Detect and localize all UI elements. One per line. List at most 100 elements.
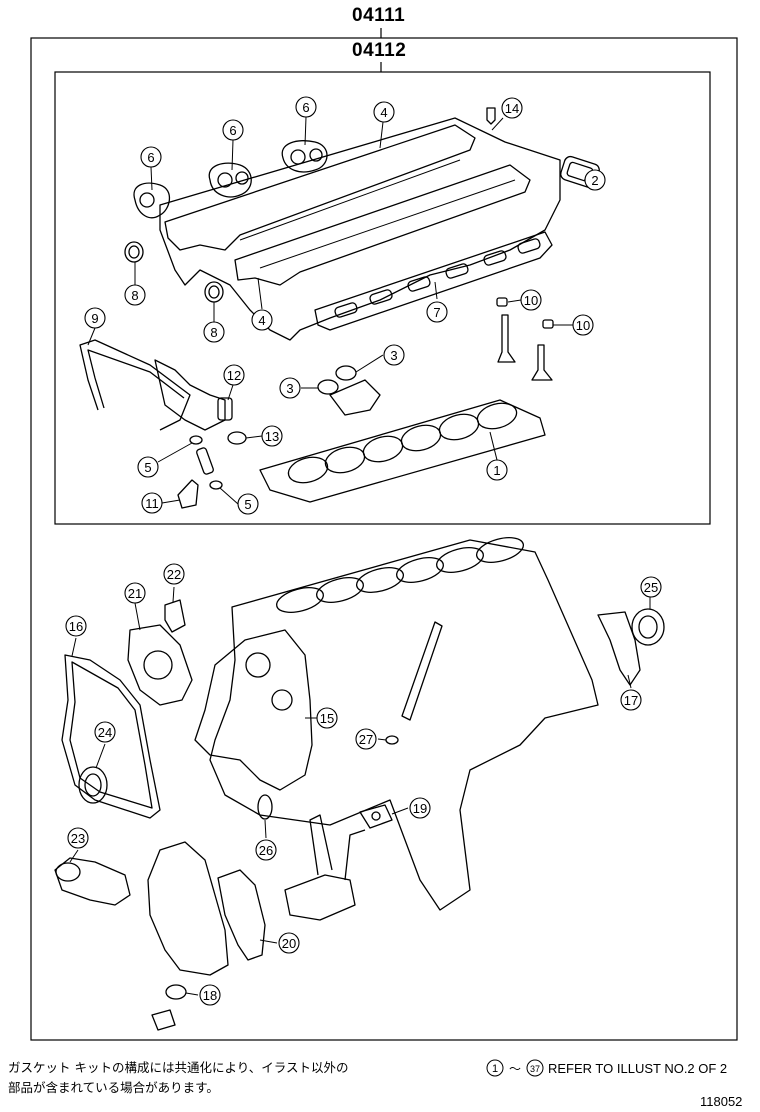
- outer-kit-frame: [30, 37, 738, 1041]
- callout-3-a: 3: [383, 344, 405, 366]
- cylinder-head-outline: [159, 117, 561, 341]
- svg-text:15: 15: [320, 711, 334, 726]
- callout-4-b: 4: [251, 309, 273, 331]
- callout-6-c: 6: [295, 96, 317, 118]
- svg-text:8: 8: [210, 325, 217, 340]
- gasket-13: [227, 431, 247, 445]
- svg-text:22: 22: [167, 567, 181, 582]
- timing-belt-cover-seal: [61, 654, 161, 819]
- hose-9: [79, 339, 191, 431]
- svg-text:6: 6: [229, 123, 236, 138]
- svg-text:17: 17: [624, 693, 638, 708]
- callout-16: 16: [65, 615, 87, 637]
- callout-8-a: 8: [124, 284, 146, 306]
- svg-text:37: 37: [530, 1064, 540, 1074]
- callout-2: 2: [584, 169, 606, 191]
- water-pump-gasket: [127, 624, 193, 706]
- cylinder-head-gasket: [259, 399, 546, 503]
- valve-2: [531, 344, 553, 381]
- o-ring-5a: [189, 435, 203, 445]
- callout-11: 11: [141, 492, 163, 514]
- ref-end-circle: 37: [526, 1059, 544, 1077]
- callout-17: 17: [620, 689, 642, 711]
- gasket-3b: [335, 365, 357, 381]
- valve-1: [497, 314, 516, 363]
- exhaust-gasket-2: [208, 162, 252, 198]
- water-inlet: [329, 379, 381, 416]
- ref-tilde: ～: [509, 1062, 521, 1076]
- callout-27: 27: [355, 728, 377, 750]
- callout-21: 21: [124, 582, 146, 604]
- dipstick-guide: [401, 621, 443, 721]
- exhaust-gasket-1: [133, 182, 171, 219]
- footer-note: ガスケット キットの構成には共通化により、イラスト以外の 部品が含まれている場合…: [8, 1058, 348, 1098]
- callout-22: 22: [163, 563, 185, 585]
- footer-note-line-2: 部品が含まれている場合があります。: [8, 1080, 219, 1095]
- svg-text:27: 27: [359, 732, 373, 747]
- svg-text:10: 10: [524, 293, 538, 308]
- callout-19: 19: [409, 797, 431, 819]
- callout-4-a: 4: [373, 101, 395, 123]
- gasket-19: [359, 804, 393, 829]
- svg-text:18: 18: [203, 988, 217, 1003]
- callout-3-b: 3: [279, 377, 301, 399]
- callout-20: 20: [278, 932, 300, 954]
- svg-text:24: 24: [98, 725, 112, 740]
- refer-to-illust-text: REFER TO ILLUST NO.2 OF 2: [548, 1061, 728, 1076]
- callout-15: 15: [316, 707, 338, 729]
- callout-1: 1: [486, 459, 508, 481]
- callout-5-b: 5: [237, 493, 259, 515]
- oil-seal-24: [78, 766, 108, 804]
- gasket-11: [177, 479, 199, 509]
- callout-23: 23: [67, 827, 89, 849]
- callout-5-a: 5: [137, 456, 159, 478]
- intake-manifold-gasket: [314, 231, 553, 331]
- oil-pump: [147, 841, 229, 976]
- inner-kit-code: 04112: [352, 40, 407, 61]
- svg-text:11: 11: [145, 496, 159, 511]
- svg-text:6: 6: [302, 100, 309, 115]
- timing-cover-gasket: [194, 629, 313, 791]
- gasket-22: [164, 599, 186, 633]
- svg-text:3: 3: [286, 381, 293, 396]
- water-outlet: [154, 359, 226, 431]
- svg-text:4: 4: [380, 105, 387, 120]
- callout-26: 26: [255, 839, 277, 861]
- o-ring-5b: [209, 480, 223, 490]
- svg-text:23: 23: [71, 831, 85, 846]
- callout-6-b: 6: [222, 119, 244, 141]
- svg-text:2: 2: [591, 173, 598, 188]
- svg-text:7: 7: [433, 305, 440, 320]
- gasket-12: [217, 397, 233, 421]
- svg-text:20: 20: [282, 936, 296, 951]
- gasket-3a: [317, 379, 339, 395]
- gasket-17: [597, 611, 641, 686]
- outer-kit-code: 04111: [352, 5, 406, 26]
- svg-text:19: 19: [413, 801, 427, 816]
- bolt-14: [486, 107, 496, 125]
- oil-pump-gasket: [217, 869, 266, 961]
- svg-text:21: 21: [128, 586, 142, 601]
- callout-24: 24: [94, 721, 116, 743]
- oil-seal-25: [631, 608, 665, 646]
- svg-text:8: 8: [131, 288, 138, 303]
- svg-text:25: 25: [644, 580, 658, 595]
- o-ring-27: [385, 735, 399, 745]
- callout-12: 12: [223, 364, 245, 386]
- housing-23: [54, 857, 131, 906]
- svg-text:9: 9: [91, 311, 98, 326]
- svg-text:12: 12: [227, 368, 241, 383]
- svg-text:1: 1: [492, 1063, 498, 1075]
- seal-18: [165, 984, 187, 1000]
- svg-text:10: 10: [576, 318, 590, 333]
- svg-text:14: 14: [505, 101, 519, 116]
- svg-text:3: 3: [390, 348, 397, 363]
- o-ring-26: [257, 794, 273, 820]
- valve-cover-gasket-left: [164, 124, 476, 251]
- cylinder-block: [209, 539, 599, 911]
- callout-14: 14: [501, 97, 523, 119]
- illustration-number: 118052: [700, 1094, 743, 1109]
- svg-text:26: 26: [259, 843, 273, 858]
- ref-start-circle: 1: [486, 1059, 504, 1077]
